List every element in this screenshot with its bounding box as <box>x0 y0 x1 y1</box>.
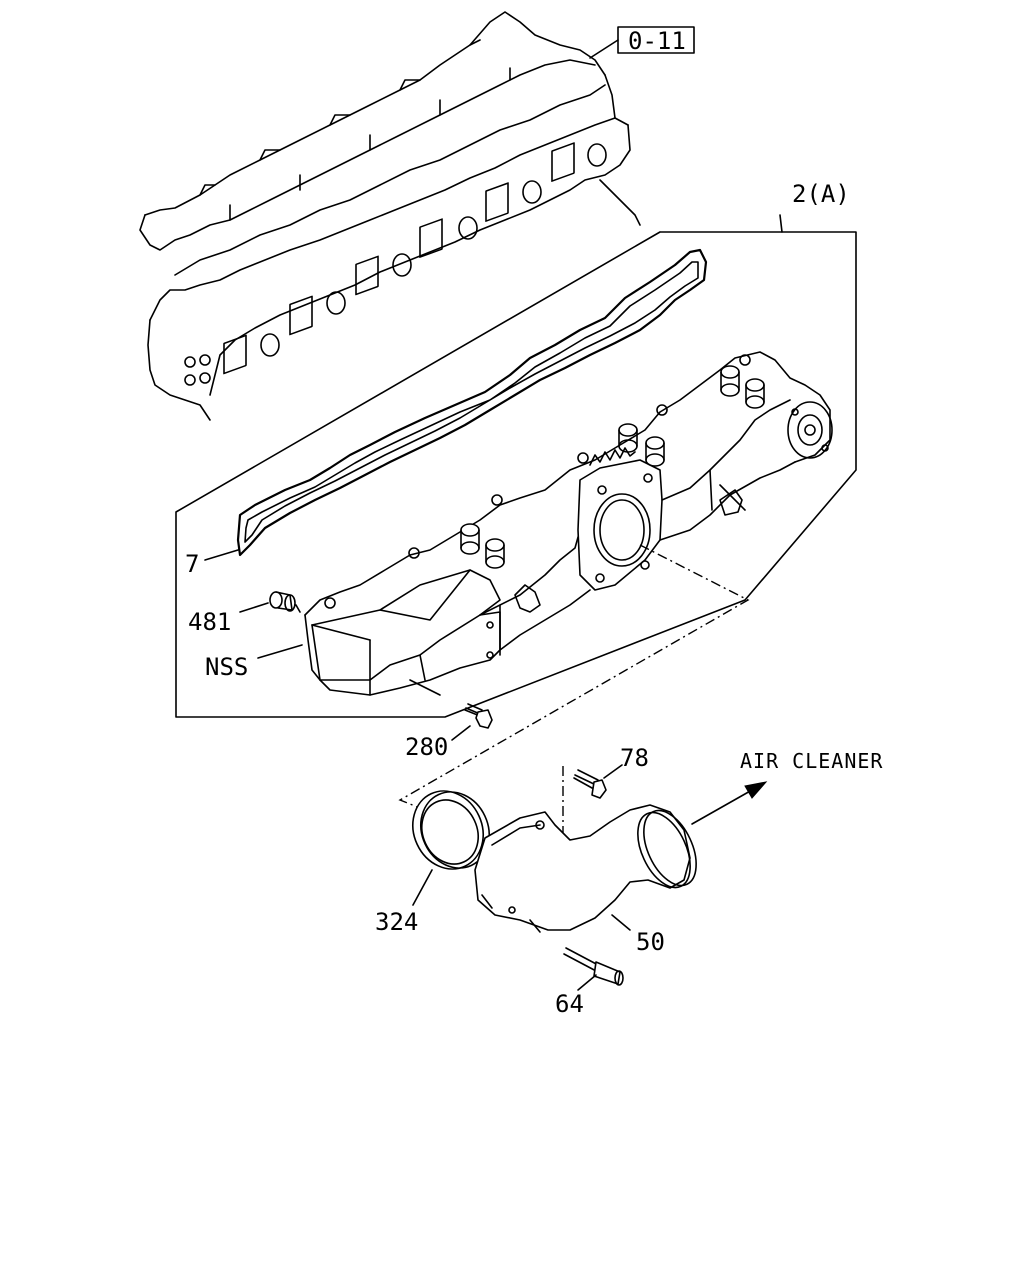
assembly-boundary: 2(A) <box>175 180 857 718</box>
label-gasket: 7 <box>185 550 199 578</box>
reference-box: 0-11 <box>589 26 695 59</box>
air-cleaner-direction: AIR CLEANER <box>691 749 883 825</box>
label-stud: 64 <box>555 990 584 1018</box>
egr-port <box>787 401 833 459</box>
label-bolt-78: 78 <box>620 744 649 772</box>
label-ring: 324 <box>375 908 418 936</box>
bolt-78: 78 <box>573 744 649 799</box>
arrow-icon <box>691 789 753 825</box>
stud-64: 64 <box>555 947 624 1018</box>
label-nss: NSS <box>205 653 248 681</box>
gasket-7: 7 <box>185 248 708 578</box>
nss-callout: NSS <box>205 644 303 681</box>
intake-manifold <box>304 351 833 696</box>
bolt-280: 280 <box>405 703 493 761</box>
head-ports <box>184 142 607 386</box>
ring-324: 324 <box>375 790 490 936</box>
cylinder-head-outline <box>139 11 641 421</box>
plug-481: 481 <box>188 591 301 636</box>
throttle-flange <box>577 447 663 591</box>
label-bolt-280: 280 <box>405 733 448 761</box>
label-air-cleaner: AIR CLEANER <box>740 749 883 773</box>
label-duct: 50 <box>636 928 665 956</box>
label-plug: 481 <box>188 608 231 636</box>
center-lines <box>398 544 750 835</box>
manifold-bosses <box>324 354 765 659</box>
duct-50: 50 <box>474 804 697 956</box>
reference-box-label: 0-11 <box>628 27 686 55</box>
label-assembly: 2(A) <box>792 180 850 208</box>
